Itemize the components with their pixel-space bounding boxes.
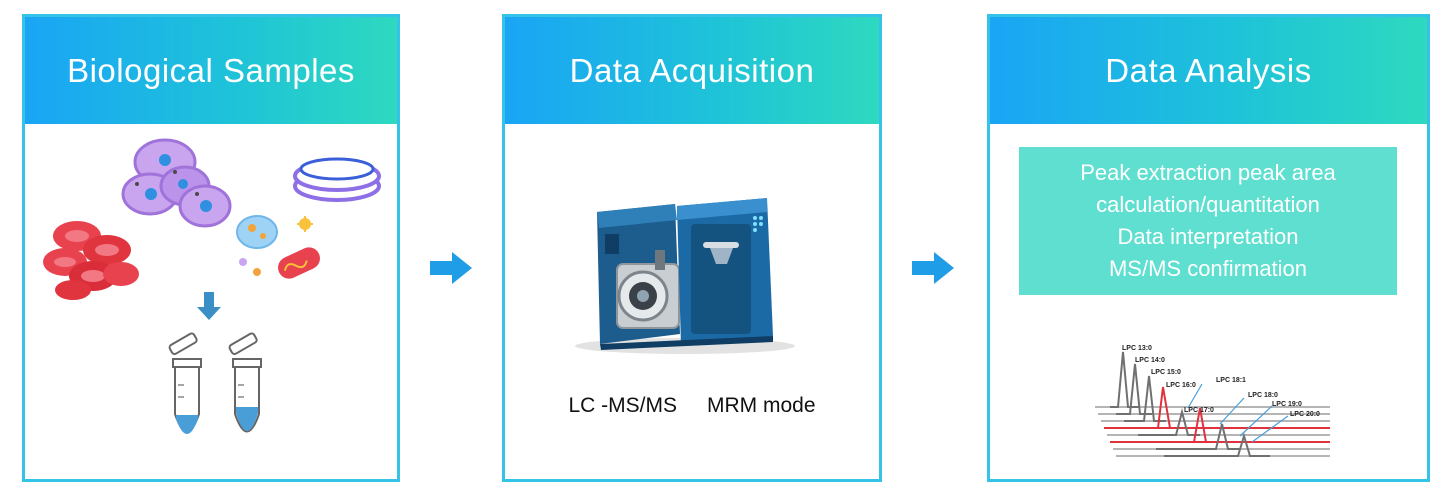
biological-samples-body xyxy=(25,124,397,479)
biological-samples-header: Biological Samples xyxy=(25,17,397,124)
peak-label: LPC 13:0 xyxy=(1122,345,1152,352)
analysis-steps-box: Peak extraction peak area calculation/qu… xyxy=(1019,147,1397,295)
analysis-step: Peak extraction peak area xyxy=(1080,160,1336,185)
analysis-step: MS/MS confirmation xyxy=(1108,256,1308,281)
biological-samples-panel: Biological Samples xyxy=(22,14,400,482)
samples-illustration xyxy=(43,138,381,434)
mode-label: MRM mode xyxy=(706,394,816,417)
panel-title: Biological Samples xyxy=(67,51,355,89)
peak-label: LPC 17:0 xyxy=(1184,407,1214,414)
technique-label: LC -MS/MS xyxy=(568,394,677,417)
analysis-step: Data interpretation xyxy=(1117,224,1299,249)
bacteria-icon xyxy=(236,215,320,279)
right-arrow-icon xyxy=(430,252,472,284)
data-acquisition-header: Data Acquisition xyxy=(505,17,879,124)
microtubes-icon xyxy=(168,332,262,434)
cells-icon xyxy=(121,138,232,228)
data-analysis-panel: Data Analysis Peak extraction peak area … xyxy=(987,14,1430,482)
panel-title: Data Analysis xyxy=(1105,51,1312,89)
data-analysis-body: Peak extraction peak area calculation/qu… xyxy=(990,124,1427,479)
peak-label: LPC 16:0 xyxy=(1166,382,1196,389)
chromatogram-icon: LPC 13:0 LPC 14:0 LPC 15:0 LPC 16:0 LPC … xyxy=(1095,345,1330,457)
acquisition-mode-row: LC -MS/MS MRM mode xyxy=(505,394,879,418)
data-acquisition-body: LC -MS/MS MRM mode xyxy=(505,124,879,479)
peak-label: LPC 20:0 xyxy=(1290,411,1320,418)
peak-label: LPC 18:0 xyxy=(1248,392,1278,399)
peak-label: LPC 19:0 xyxy=(1272,401,1302,408)
analysis-step: calculation/quantitation xyxy=(1096,192,1320,217)
data-acquisition-panel: Data Acquisition xyxy=(502,14,882,482)
mass-spectrometer-icon xyxy=(575,198,795,354)
peak-label: LPC 14:0 xyxy=(1135,357,1165,364)
red-blood-cells-icon xyxy=(43,221,139,300)
data-analysis-header: Data Analysis xyxy=(990,17,1427,124)
panel-title: Data Acquisition xyxy=(569,51,815,89)
right-arrow-icon xyxy=(912,252,954,284)
peak-label: LPC 18:1 xyxy=(1216,377,1246,384)
down-arrow-icon xyxy=(197,292,221,320)
peak-label: LPC 15:0 xyxy=(1151,369,1181,376)
petri-dish-icon xyxy=(293,157,381,202)
